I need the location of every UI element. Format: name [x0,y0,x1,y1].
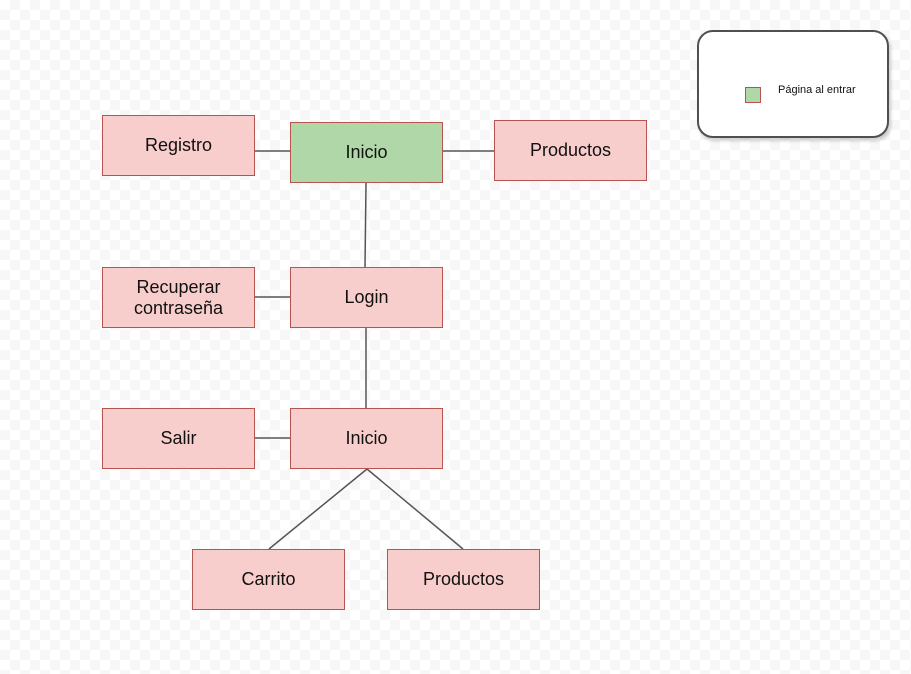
legend-label: Página al entrar [778,84,856,96]
node-inicio-logged[interactable]: Inicio [290,408,443,469]
legend-swatch [745,87,761,103]
edge-inicio-productos-bottom [366,468,464,550]
node-inicio-start[interactable]: Inicio [290,122,443,183]
node-carrito[interactable]: Carrito [192,549,345,610]
node-salir[interactable]: Salir [102,408,255,469]
node-productos-bottom[interactable]: Productos [387,549,540,610]
node-registro[interactable]: Registro [102,115,255,176]
node-login[interactable]: Login [290,267,443,328]
legend-box[interactable]: Página al entrar [697,30,889,138]
node-productos-top[interactable]: Productos [494,120,647,181]
node-recuperar-contrasena[interactable]: Recuperar contraseña [102,267,255,328]
edge-inicio-carrito [268,468,368,550]
edge-inicio-login [364,182,367,268]
